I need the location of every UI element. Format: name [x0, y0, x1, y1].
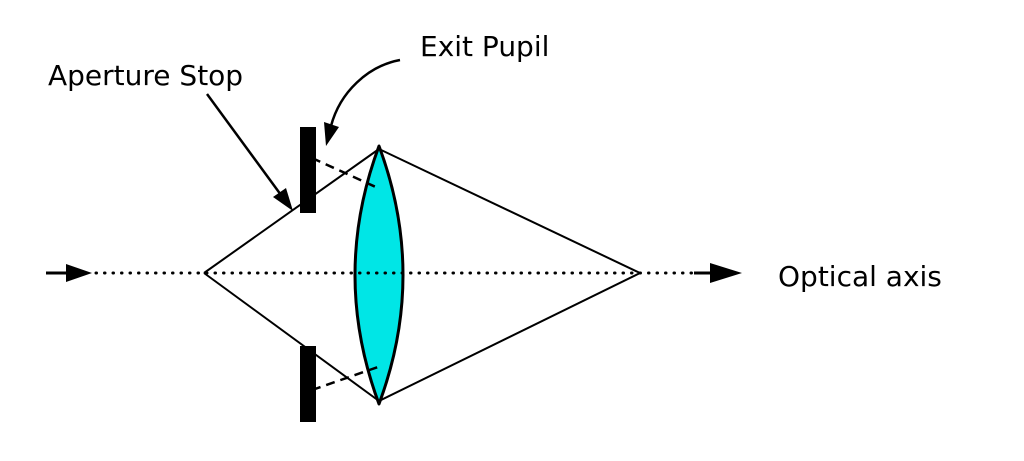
optical-axis-right-arrowhead-icon — [710, 263, 742, 283]
optical-axis-label: Optical axis — [778, 260, 942, 293]
exit-pupil-dashed-line-top — [311, 156, 379, 190]
exit-pupil-label: Exit Pupil — [420, 30, 549, 63]
aperture-stop-bar-top — [300, 127, 316, 213]
aperture-stop-callout-arrow-shaft — [205, 93, 283, 196]
exit-pupil-dashed-line-bottom — [311, 365, 379, 392]
aperture-stop-callout-arrowhead-icon — [273, 188, 293, 211]
lens-shape — [353, 144, 405, 406]
ray-upper-right — [378, 148, 641, 274]
aperture-stop-label: Aperture Stop — [48, 59, 243, 92]
ray-upper-left — [203, 148, 380, 274]
exit-pupil-callout-arrow-shaft — [329, 58, 401, 127]
exit-pupil-callout-arrowhead-icon — [324, 122, 339, 146]
ray-lower-right — [378, 272, 641, 402]
ray-lower-left — [203, 272, 380, 402]
aperture-stop-bar-bottom — [300, 346, 316, 422]
optical-axis-left-arrowhead-icon — [66, 264, 92, 282]
